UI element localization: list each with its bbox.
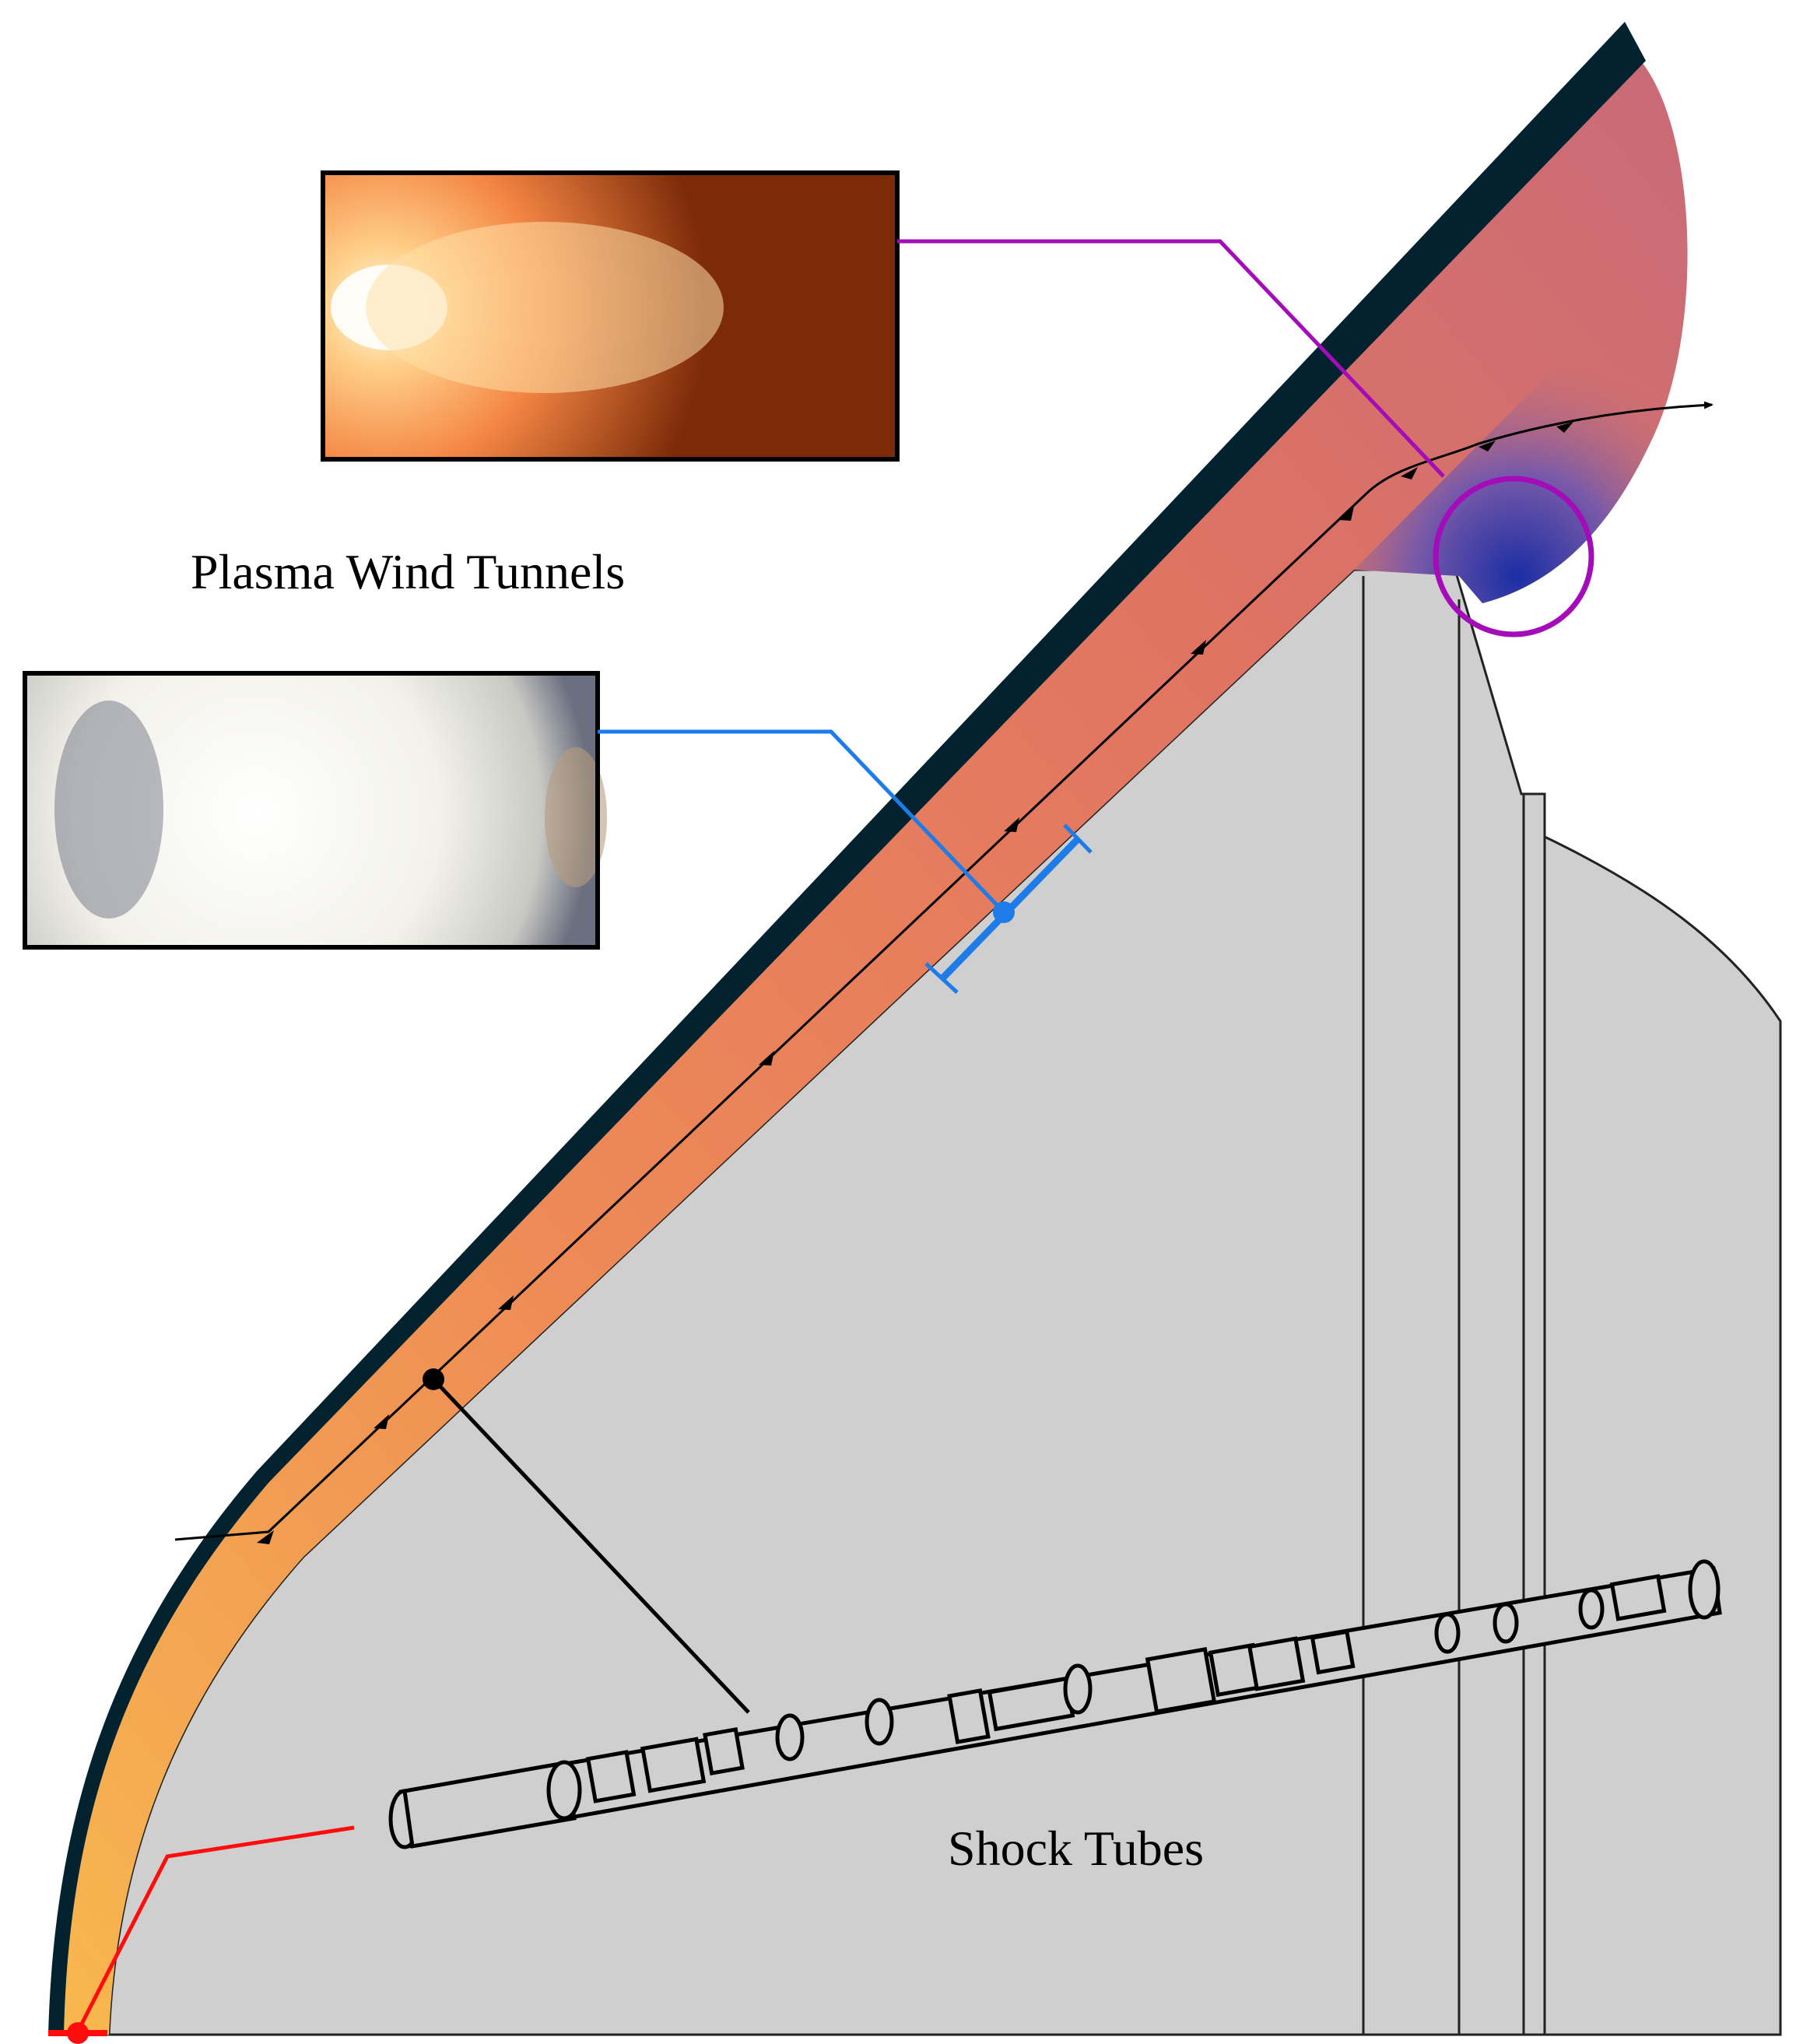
red-callout: [48, 1825, 355, 2044]
blue-callout: [598, 729, 1093, 994]
wake-cool-region: [1354, 311, 1658, 603]
purple-callout: [897, 239, 1594, 637]
black-callout: [423, 1368, 750, 1714]
streamline-arrowheads: [257, 422, 1573, 1544]
black-probe-point: [423, 1368, 444, 1390]
shock-tube-apparatus-drawing: [388, 1559, 1722, 1849]
white-plasma-jet-photo: [23, 671, 607, 950]
shock-layer-flow: [56, 62, 1688, 2035]
orange-plasma-jet-photo: [321, 170, 900, 462]
blue-probe-point: [993, 901, 1015, 923]
streamline: [174, 401, 1714, 1541]
red-probe-point: [67, 2022, 89, 2044]
plasma-wind-tunnels-label: Plasma Wind Tunnels: [191, 544, 625, 599]
shock-front-wall: [48, 22, 1646, 2035]
shock-tubes-label: Shock Tubes: [948, 1821, 1204, 1876]
